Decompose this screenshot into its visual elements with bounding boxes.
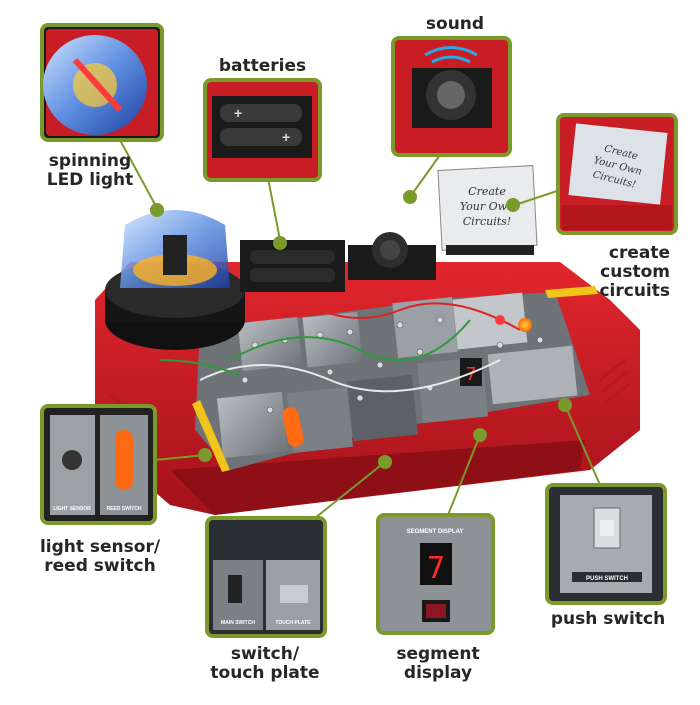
zoom-main-switch-text: MAIN SWITCH [221,620,255,626]
label-switch-touch-line1: switch/ [230,644,300,664]
label-spinning-led: spinning LED light [30,152,150,190]
callout-dots [150,190,572,469]
label-batteries: batteries [218,56,307,76]
label-push-switch: push switch [550,609,666,629]
label-light-sensor-line1: light sensor/ [39,537,161,557]
zoom-touch-plate-text: TOUCH PLATE [275,620,311,626]
zoom-push-switch-text: PUSH SWITCH [586,576,628,582]
label-segment-display: segment display [383,645,493,683]
board-front-edge [170,440,585,515]
label-spinning-led-line2: LED light [46,170,134,190]
callout-sound [391,36,512,157]
card-line-2: Your Own [460,200,514,213]
zoom-digit: 7 [427,551,445,586]
label-switch-touch: switch/ touch plate [200,645,330,683]
zoom-segment-display-text: SEGMENT DISPLAY [407,529,464,535]
card-line-3: Circuits! [463,215,511,228]
label-create-custom-line1: create [608,243,670,263]
callout-switch-touch: MAIN SWITCH TOUCH PLATE [205,516,327,638]
zoom-reed-switch-text: REED SWITCH [107,506,142,512]
label-light-sensor-line2: reed switch [44,556,156,576]
callout-push-switch: PUSH SWITCH [545,483,667,605]
callout-custom-circuits: Create Your Own Circuits! [556,113,678,235]
board-digit: 7 [466,364,477,385]
label-spinning-led-line1: spinning [48,151,132,171]
callout-segment-display: SEGMENT DISPLAY 7 [376,513,495,635]
battery-holder-on-board [240,240,345,292]
label-sound: sound [425,14,485,34]
label-switch-touch-line2: touch plate [210,663,320,683]
label-light-sensor: light sensor/ reed switch [20,538,180,576]
svg-text:+: + [282,129,290,145]
svg-text:+: + [234,105,242,121]
zoom-light-sensor-text: LIGHT SENSOR [53,506,91,512]
label-create-custom-line3: circuits [599,281,670,301]
label-segment-display-line2: display [403,663,473,683]
card-line-1: Create [468,185,506,198]
led-light-on-board [105,210,245,350]
component-panels: 7 [159,286,598,472]
card-on-board: Create Your Own Circuits! [437,165,538,255]
circuit-board: 7 [95,165,640,515]
callout-batteries: + + [203,78,322,182]
label-create-custom: create custom circuits [575,244,670,301]
callout-light-sensor: LIGHT SENSOR REED SWITCH [40,404,157,525]
label-segment-display-line1: segment [396,644,480,664]
speaker-on-board [348,232,436,280]
label-create-custom-line2: custom [600,262,670,282]
callout-spinning-led [40,23,164,142]
